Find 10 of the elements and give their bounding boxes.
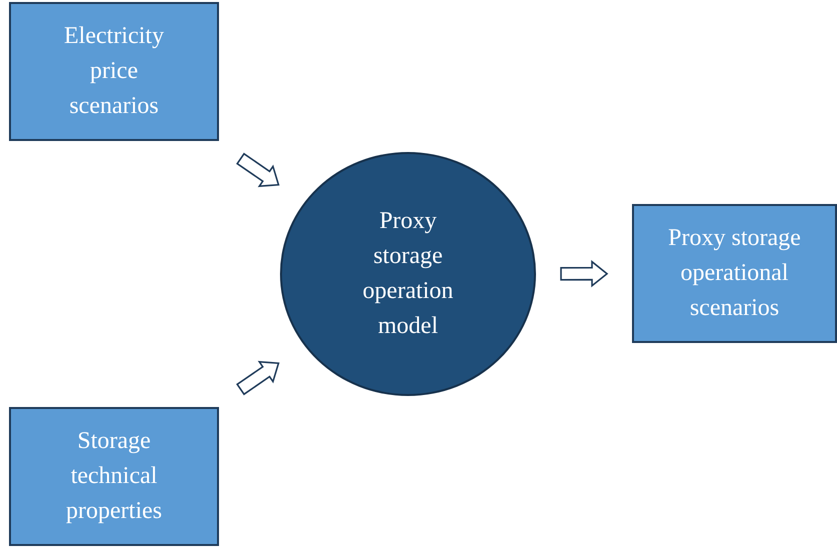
node-label: Proxy storage operational scenarios: [667, 224, 802, 323]
node-label: Proxy storage operation model: [362, 207, 454, 341]
process-box: [9, 2, 219, 141]
node-label: Electricity price scenarios: [63, 22, 165, 121]
block-arrow: [236, 152, 280, 188]
process-box: [632, 204, 837, 343]
block-arrow: [560, 260, 608, 288]
node-label: Storage technical properties: [65, 427, 163, 526]
process-box: [9, 407, 219, 546]
block-arrow: [236, 360, 280, 396]
